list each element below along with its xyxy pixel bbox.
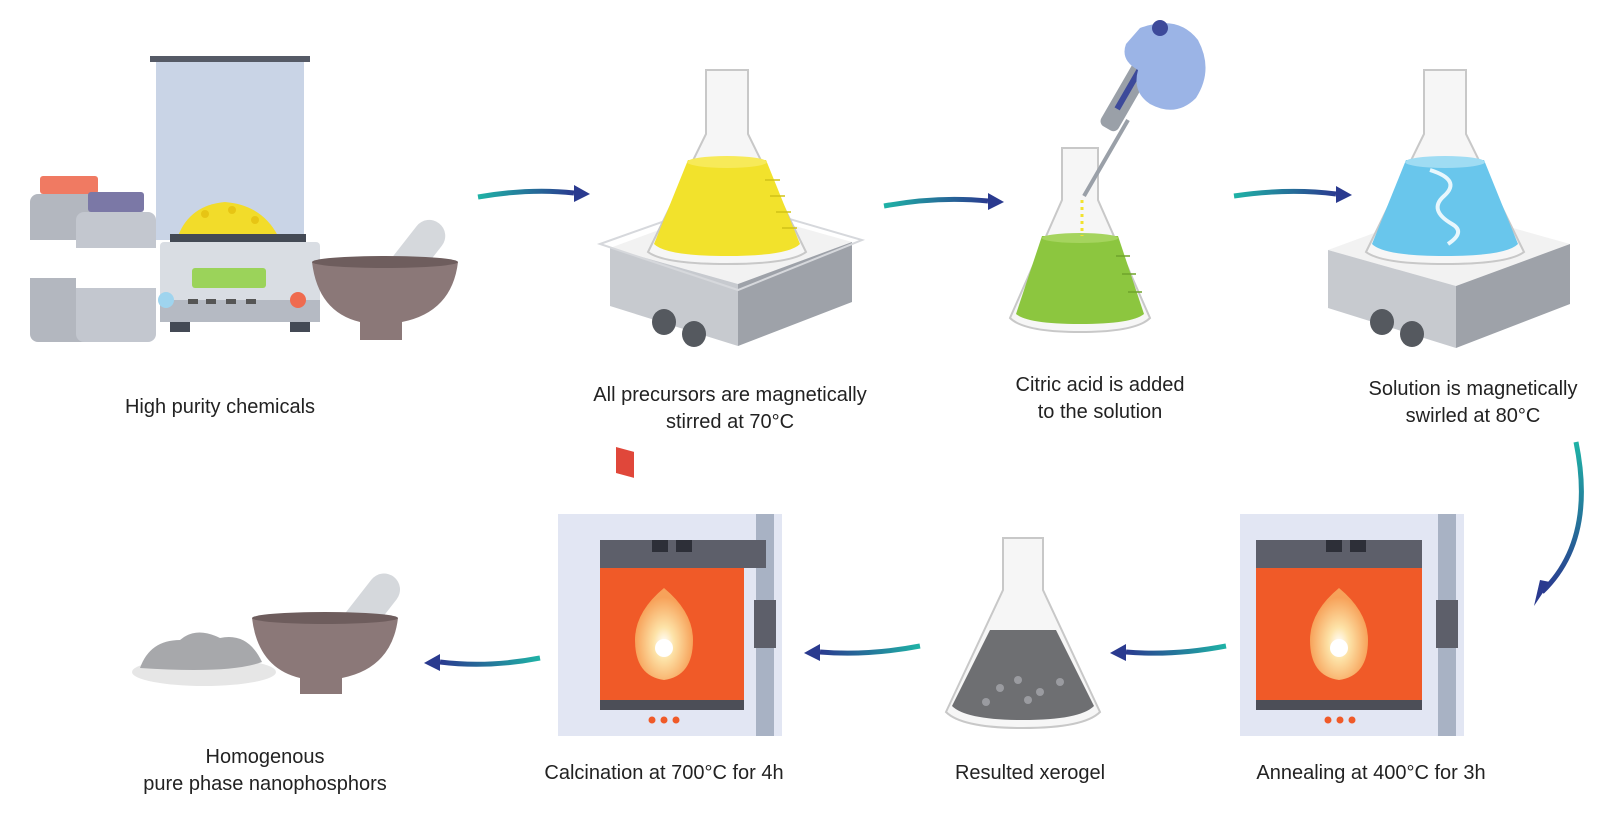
step-label-line: stirred at 70°C [665,411,795,433]
hotplate-knob [682,321,706,347]
step-label-calcine: Calcination at 700°C for 4h [514,760,814,787]
flow-arrow-curved [1534,441,1584,606]
step-label-line: Resulted xerogel [954,762,1106,784]
nanophosphor-powder-illustration [132,573,401,694]
reagent-bottle-purple-cap [76,192,156,342]
balance-bottles-mortar-illustration [30,56,458,342]
step-label-anneal: Annealing at 400°C for 3h [1226,760,1516,787]
mortar-and-pestle [312,219,458,340]
gloved-hand [1124,20,1206,110]
step-label-line: Calcination at 700°C for 4h [544,762,784,784]
hotplate-knob [1400,321,1424,347]
arrow-head-icon [424,654,440,671]
blue-solution [1372,160,1518,256]
step-label-line: Annealing at 400°C for 3h [1256,762,1486,784]
flow-arrow [804,643,921,661]
step-label-chemicals: High purity chemicals [90,394,350,421]
step-label-line: All precursors are magnetically [593,384,867,406]
xerogel [952,630,1094,720]
flow-arrow [1233,186,1352,203]
erlenmeyer-flask-blue [1364,69,1526,266]
step-label-citric: Citric acid is added to the solution [980,372,1220,426]
hotplate-knob [652,309,676,335]
hotplate-knob [1370,309,1394,335]
furnace-handle [754,600,776,648]
flow-arrow [477,185,590,202]
vortex-swirl [1429,168,1460,246]
step-label-line: Homogenous [205,746,325,768]
hotplate-display [616,447,634,478]
furnace-handle [1436,600,1458,648]
step-label-xerogel: Resulted xerogel [930,760,1130,787]
step-label-product: Homogenous pure phase nanophosphors [120,744,410,798]
yellow-solution [654,160,800,256]
flow-arrow [883,193,1004,210]
step-label-swirl80: Solution is magnetically swirled at 80°C [1348,376,1598,430]
furnace-calcination-illustration [558,514,782,736]
balance-display [192,268,266,288]
step-label-line: swirled at 80°C [1405,405,1541,427]
arrow-head-icon [1110,644,1126,661]
arrow-head-icon [574,185,590,202]
pipette-green-flask-illustration [1008,20,1206,334]
step-label-line: pure phase nanophosphors [143,773,387,795]
furnace-annealing-illustration [1240,514,1464,736]
mortar-and-pestle [252,573,401,694]
grey-powder [140,632,262,670]
step-label-line: Solution is magnetically [1368,378,1578,400]
flame-icon [635,588,693,680]
step-label-line: High purity chemicals [124,396,316,418]
flow-arrow [1110,643,1227,661]
step-label-stir70: All precursors are magnetically stirred … [560,382,900,436]
arrow-head-icon [804,644,820,661]
flow-arrow [424,654,541,671]
arrow-head-icon [1534,580,1550,606]
erlenmeyer-flask-yellow [646,69,808,266]
arrow-head-icon [988,193,1004,210]
flame-icon [1310,588,1368,680]
yellow-powder [178,202,278,236]
xerogel-flask-illustration [944,537,1102,730]
erlenmeyer-flask-green [1008,147,1152,334]
step-label-line: Citric acid is added [1015,374,1185,396]
step-label-line: to the solution [1037,401,1163,423]
arrow-head-icon [1336,186,1352,203]
green-solution [1016,236,1144,324]
hotplate-yellow-flask-illustration [596,69,866,478]
